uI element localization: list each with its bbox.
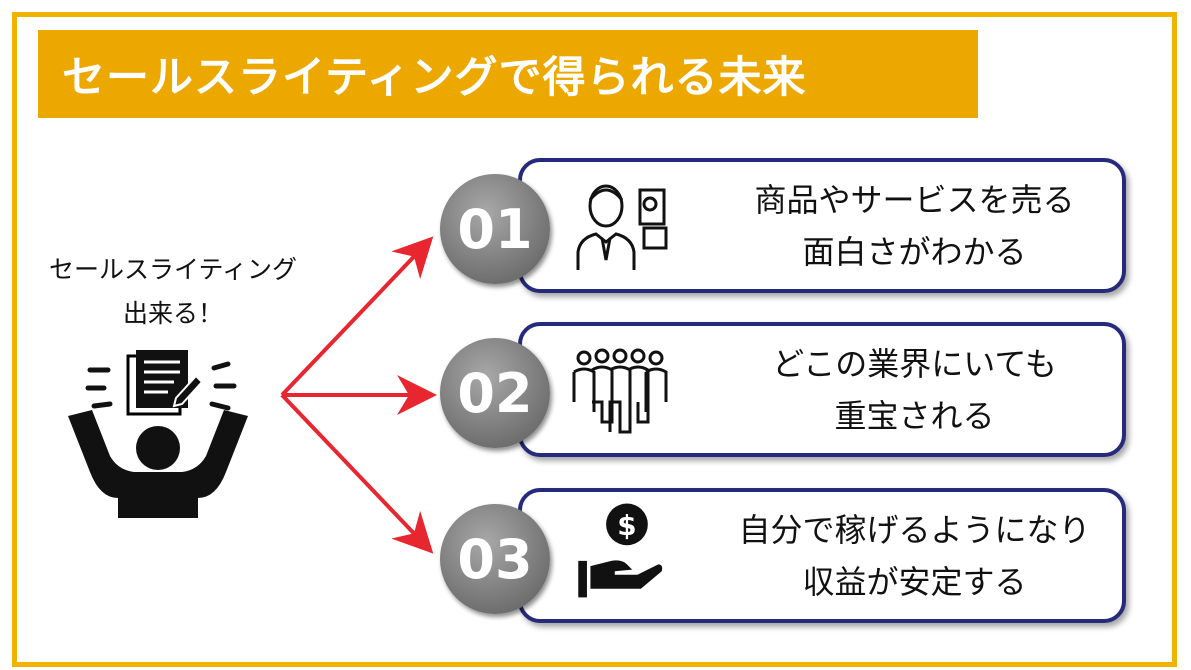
number-badge-02: 02 [440, 338, 550, 448]
outer-frame [12, 12, 1177, 667]
benefit-03-line1: 自分で稼げるようになり [738, 510, 1091, 549]
benefit-02-line2: 重宝される [834, 396, 995, 435]
page-title: セールスライティングで得られる未来 [62, 53, 807, 103]
benefit-01-line2: 面白さがわかる [802, 232, 1027, 271]
benefit-card-01: 商品やサービスを売る 面白さがわかる [518, 158, 1126, 293]
number-badge-01: 01 [440, 174, 550, 284]
benefit-02-line1: どこの業界にいても [772, 344, 1057, 383]
benefit-card-02: どこの業界にいても 重宝される [518, 322, 1126, 457]
arrow-to-01 [280, 236, 434, 397]
number-badge-03: 03 [440, 504, 550, 614]
person-celebrating-icon [68, 350, 248, 518]
left-caption-line2: 出来る！ [122, 299, 223, 328]
left-caption: セールスライティング 出来る！ [28, 248, 318, 336]
left-caption-line1: セールスライティング [48, 255, 297, 284]
benefit-01-line1: 商品やサービスを売る [754, 180, 1075, 219]
svg-text:$: $ [617, 509, 636, 542]
arrow-to-03 [280, 393, 434, 554]
title-banner: セールスライティングで得られる未来 [38, 30, 978, 118]
money-hand-icon: $ [578, 503, 663, 598]
businessman-icon [576, 184, 668, 270]
people-group-icon [572, 348, 668, 434]
benefit-03-line2: 収益が安定する [802, 562, 1027, 601]
